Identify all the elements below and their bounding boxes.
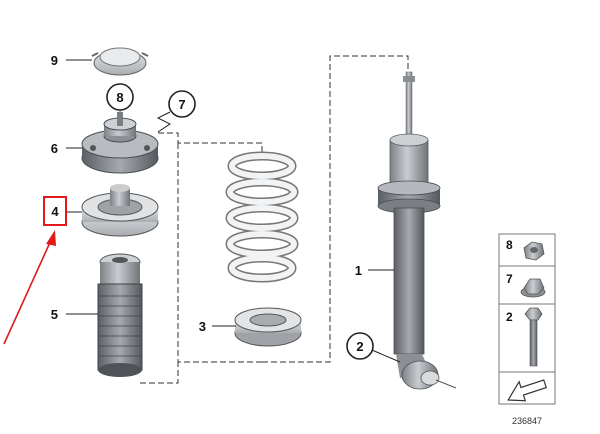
callout-8: 8 xyxy=(106,83,134,111)
part-4-spring-seat xyxy=(81,184,159,237)
callout-7: 7 xyxy=(156,90,196,133)
callout-7-label: 7 xyxy=(178,97,185,112)
direction-arrow-icon xyxy=(507,379,548,402)
nut-icon xyxy=(523,241,545,261)
callout-3-label: 3 xyxy=(199,319,206,334)
reference-number: 236847 xyxy=(512,416,542,426)
fastener-legend: 8 7 2 xyxy=(498,233,556,405)
callout-4-label: 4 xyxy=(51,204,59,219)
callout-4-highlight: 4 xyxy=(43,196,67,226)
part-1-shock-absorber xyxy=(377,71,457,390)
callout-8-label: 8 xyxy=(116,90,123,105)
bolt-icon xyxy=(524,307,543,367)
flange-nut-icon xyxy=(520,278,546,298)
callout-9-label: 9 xyxy=(51,53,58,68)
callout-6-label: 6 xyxy=(51,141,58,156)
legend-row3-label: 2 xyxy=(506,310,513,324)
part-9-top-cap xyxy=(91,47,149,76)
legend-row1-label: 8 xyxy=(506,238,513,252)
callout-1-label: 1 xyxy=(355,263,362,278)
callout-5-label: 5 xyxy=(51,307,58,322)
part-5-bump-stop-boot xyxy=(97,253,143,377)
callout-leaders xyxy=(66,59,401,363)
red-arrow-icon xyxy=(3,230,56,345)
part-6-support-mount xyxy=(81,112,159,174)
part-3-lower-spring-pad xyxy=(234,307,302,347)
legend-row2-label: 7 xyxy=(506,272,513,286)
callout-2: 2 xyxy=(346,332,374,360)
coil-spring xyxy=(225,151,299,283)
leader-lines xyxy=(140,55,409,384)
callout-2-label: 2 xyxy=(356,339,363,354)
